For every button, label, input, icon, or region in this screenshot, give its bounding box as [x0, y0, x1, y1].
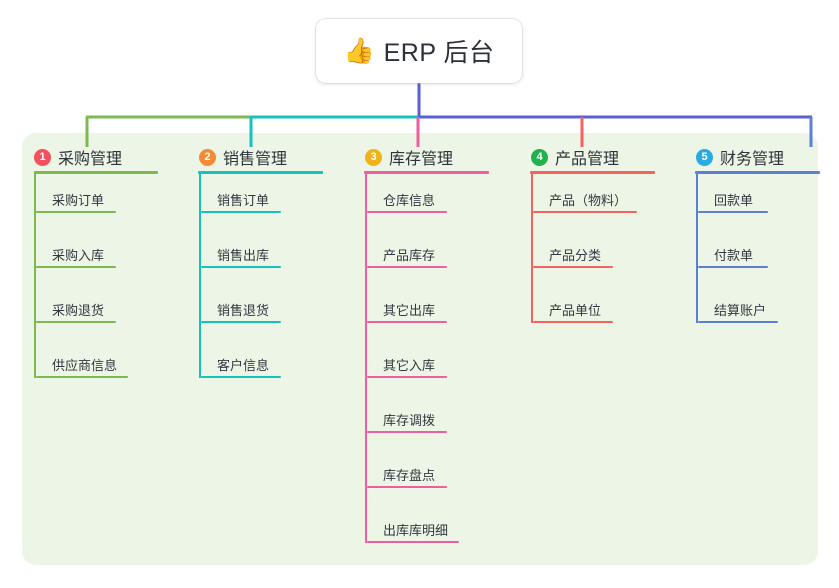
leaf-rule — [533, 321, 613, 323]
leaf-rule — [698, 211, 768, 213]
leaf-item[interactable]: 库存调拨 — [383, 413, 436, 428]
branch-title: 财务管理 — [720, 151, 785, 168]
branch-header-rule — [34, 171, 158, 174]
branch-number-badge: 4 — [531, 148, 548, 166]
leaf-rule — [367, 431, 447, 433]
leaf-rule — [367, 486, 447, 488]
branch-title: 库存管理 — [389, 151, 454, 168]
leaf-item[interactable]: 销售退货 — [217, 303, 270, 318]
branch-number-badge: 3 — [365, 148, 382, 166]
leaf-rule — [201, 376, 281, 378]
leaf-item[interactable]: 销售出库 — [217, 248, 270, 263]
branch-spine — [531, 173, 533, 323]
leaf-rule — [533, 266, 613, 268]
branch-header-rule — [198, 171, 323, 174]
leaf-item[interactable]: 供应商信息 — [52, 358, 118, 373]
leaf-item[interactable]: 客户信息 — [217, 358, 270, 373]
leaf-item[interactable]: 其它出库 — [383, 303, 436, 318]
branch-header-2[interactable]: 2 销售管理 — [199, 145, 287, 169]
branch-title: 采购管理 — [58, 151, 123, 168]
branch-spine — [696, 173, 698, 323]
branch-title: 销售管理 — [223, 151, 288, 168]
leaf-rule — [698, 266, 768, 268]
root-title: ERP 后台 — [383, 39, 495, 67]
leaf-item[interactable]: 其它入库 — [383, 358, 436, 373]
leaf-item[interactable]: 采购退货 — [52, 303, 105, 318]
leaf-item[interactable]: 出库库明细 — [383, 523, 449, 538]
leaf-rule — [367, 376, 447, 378]
leaf-rule — [698, 321, 778, 323]
leaf-rule — [201, 211, 281, 213]
branch-header-rule — [695, 171, 820, 174]
leaf-rule — [36, 376, 128, 378]
branch-spine — [365, 173, 367, 543]
branch-number-badge: 5 — [696, 148, 713, 166]
branch-spine — [199, 173, 201, 378]
branch-number-badge: 2 — [199, 148, 216, 166]
thumbs-up-icon: 👍 — [343, 36, 375, 65]
leaf-item[interactable]: 库存盘点 — [383, 468, 436, 483]
branch-title: 产品管理 — [555, 151, 620, 168]
leaf-item[interactable]: 回款单 — [714, 193, 754, 208]
leaf-item[interactable]: 采购订单 — [52, 193, 105, 208]
branch-header-3[interactable]: 3 库存管理 — [365, 145, 453, 169]
leaf-item[interactable]: 产品库存 — [383, 248, 436, 263]
leaf-item[interactable]: 结算账户 — [714, 303, 767, 318]
mindmap-panel — [22, 133, 818, 565]
branch-number-badge: 1 — [34, 148, 51, 166]
leaf-rule — [533, 211, 637, 213]
leaf-rule — [367, 266, 447, 268]
leaf-item[interactable]: 产品单位 — [549, 303, 602, 318]
branch-header-4[interactable]: 4 产品管理 — [531, 145, 619, 169]
leaf-rule — [201, 266, 281, 268]
leaf-item[interactable]: 付款单 — [714, 248, 754, 263]
leaf-rule — [201, 321, 281, 323]
leaf-rule — [36, 211, 116, 213]
branch-header-5[interactable]: 5 财务管理 — [696, 145, 784, 169]
leaf-rule — [367, 541, 459, 543]
leaf-item[interactable]: 采购入库 — [52, 248, 105, 263]
leaf-rule — [367, 321, 447, 323]
branch-header-rule — [364, 171, 489, 174]
branch-header-1[interactable]: 1 采购管理 — [34, 145, 122, 169]
root-node[interactable]: 👍 ERP 后台 — [316, 19, 522, 83]
branch-header-rule — [530, 171, 655, 174]
leaf-item[interactable]: 销售订单 — [217, 193, 270, 208]
leaf-rule — [36, 266, 116, 268]
leaf-item[interactable]: 产品（物料） — [549, 193, 628, 208]
leaf-item[interactable]: 产品分类 — [549, 248, 602, 263]
leaf-rule — [367, 211, 447, 213]
branch-spine — [34, 173, 36, 378]
leaf-item[interactable]: 仓库信息 — [383, 193, 436, 208]
leaf-rule — [36, 321, 116, 323]
